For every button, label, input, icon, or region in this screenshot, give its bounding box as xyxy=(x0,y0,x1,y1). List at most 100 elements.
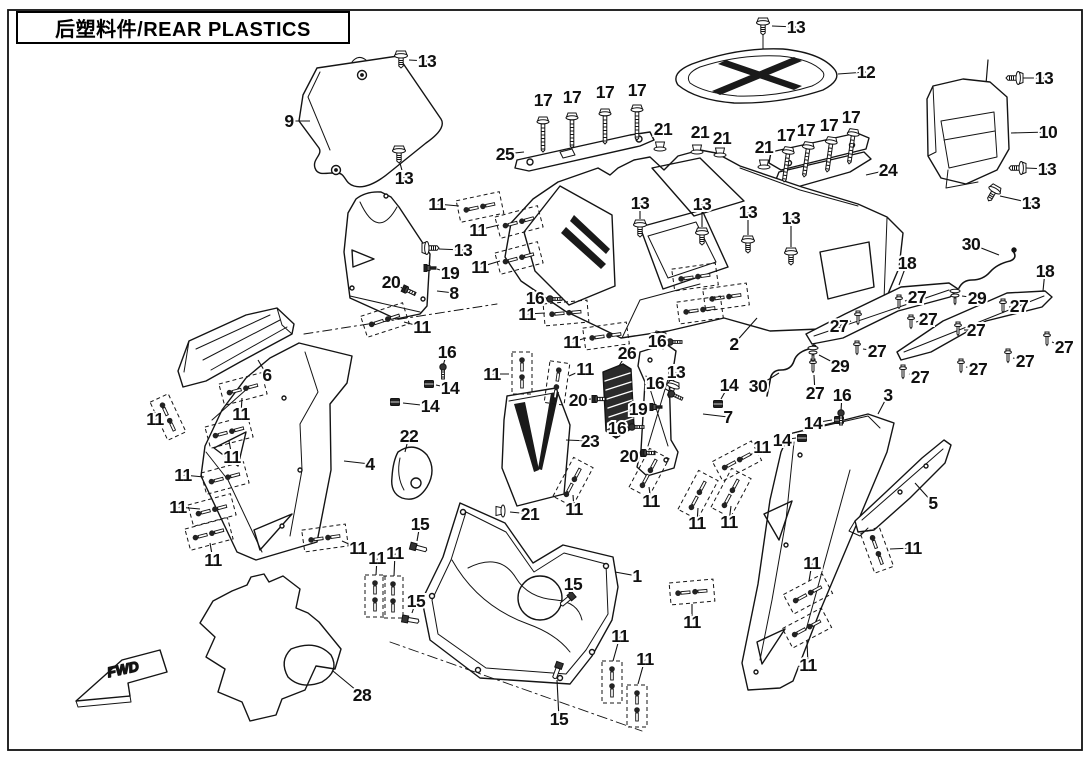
callout-11: 11 xyxy=(232,404,250,424)
callout-11: 11 xyxy=(642,491,660,511)
callout-13: 13 xyxy=(631,193,650,213)
callout-16: 16 xyxy=(833,385,852,405)
callout-19: 19 xyxy=(441,263,460,283)
callout-29: 29 xyxy=(831,356,850,376)
fastener-n14 xyxy=(797,434,807,442)
part-23-panel xyxy=(501,387,571,507)
callout-13: 13 xyxy=(1035,68,1054,88)
callout-11: 11 xyxy=(146,409,164,429)
callout-11: 11 xyxy=(483,364,501,384)
part-1-rear-panel xyxy=(389,502,643,732)
callout-21: 21 xyxy=(713,128,732,148)
callout-21: 21 xyxy=(755,137,774,157)
callout-3: 3 xyxy=(883,385,893,405)
callout-17: 17 xyxy=(820,115,838,135)
callout-11: 11 xyxy=(576,359,594,379)
callout-30: 30 xyxy=(749,376,768,396)
callout-13: 13 xyxy=(782,208,801,228)
callout-11: 11 xyxy=(471,257,489,277)
callout-21: 21 xyxy=(654,119,673,139)
callout-11: 11 xyxy=(428,194,446,214)
callout-16: 16 xyxy=(646,373,665,393)
callout-11: 11 xyxy=(368,548,386,568)
callout-16: 16 xyxy=(438,342,457,362)
callout-17: 17 xyxy=(777,125,795,145)
part-12-top-cover xyxy=(675,32,838,104)
callout-15: 15 xyxy=(407,591,426,611)
callout-11: 11 xyxy=(174,465,192,485)
callout-20: 20 xyxy=(620,446,639,466)
callout-27: 27 xyxy=(908,287,926,307)
callout-21: 21 xyxy=(521,504,540,524)
callout-11: 11 xyxy=(753,437,771,457)
callout-15: 15 xyxy=(411,514,430,534)
callout-14: 14 xyxy=(804,413,823,433)
part-10-rear-box xyxy=(926,59,1010,189)
callout-27: 27 xyxy=(830,316,848,336)
callout-11: 11 xyxy=(565,499,583,519)
fwd-label: FWD xyxy=(106,658,141,680)
callout-17: 17 xyxy=(563,87,581,107)
part-22-cap xyxy=(391,446,433,500)
callout-27: 27 xyxy=(967,320,985,340)
callout-5: 5 xyxy=(928,493,938,513)
callout-20: 20 xyxy=(382,272,401,292)
callout-17: 17 xyxy=(596,82,614,102)
callout-18: 18 xyxy=(898,253,917,273)
callout-13: 13 xyxy=(787,17,806,37)
callout-23: 23 xyxy=(581,431,600,451)
callout-20: 20 xyxy=(569,390,588,410)
callout-13: 13 xyxy=(395,168,414,188)
page-title: 后塑料件/REAR PLASTICS xyxy=(16,11,350,44)
callout-11: 11 xyxy=(223,447,241,467)
part-3-right-pillar xyxy=(741,413,895,691)
callout-11: 11 xyxy=(563,332,581,352)
callout-11: 11 xyxy=(469,220,487,240)
callout-11: 11 xyxy=(169,497,187,517)
fwd-arrow: FWD xyxy=(75,649,168,708)
callout-14: 14 xyxy=(720,375,739,395)
part-9-side-panel xyxy=(298,55,443,188)
part-4-left-pillar xyxy=(200,342,353,561)
callout-11: 11 xyxy=(518,304,536,324)
callout-13: 13 xyxy=(454,240,473,260)
callout-27: 27 xyxy=(868,341,886,361)
part-5-side-trim xyxy=(848,439,952,537)
callout-16: 16 xyxy=(648,331,667,351)
callout-18: 18 xyxy=(1036,261,1055,281)
fastener-n14 xyxy=(713,400,723,408)
callout-13: 13 xyxy=(739,202,758,222)
callout-30: 30 xyxy=(962,234,981,254)
callout-11: 11 xyxy=(803,553,821,573)
callout-11: 11 xyxy=(683,612,701,632)
callout-8: 8 xyxy=(449,283,459,303)
callout-14: 14 xyxy=(441,378,460,398)
callout-24: 24 xyxy=(879,160,898,180)
callout-25: 25 xyxy=(496,144,515,164)
callout-17: 17 xyxy=(797,120,815,140)
callout-17: 17 xyxy=(534,90,552,110)
callout-11: 11 xyxy=(799,655,817,675)
callout-14: 14 xyxy=(773,430,792,450)
callout-13: 13 xyxy=(693,194,712,214)
callout-11: 11 xyxy=(636,649,654,669)
callout-11: 11 xyxy=(688,513,706,533)
callout-27: 27 xyxy=(1016,351,1034,371)
callout-27: 27 xyxy=(969,359,987,379)
callout-13: 13 xyxy=(1022,193,1041,213)
part-7-bracket xyxy=(636,330,679,477)
callout-10: 10 xyxy=(1039,122,1058,142)
callout-21: 21 xyxy=(691,122,710,142)
callout-11: 11 xyxy=(611,626,629,646)
callout-9: 9 xyxy=(284,111,294,131)
callout-16: 16 xyxy=(526,288,545,308)
callout-27: 27 xyxy=(1055,337,1073,357)
callout-28: 28 xyxy=(353,685,372,705)
callout-11: 11 xyxy=(413,317,431,337)
callout-7: 7 xyxy=(723,407,732,427)
callout-19: 19 xyxy=(629,399,648,419)
callout-15: 15 xyxy=(550,709,569,729)
part-24-bracket xyxy=(768,132,872,190)
leader-lines xyxy=(154,25,1065,720)
